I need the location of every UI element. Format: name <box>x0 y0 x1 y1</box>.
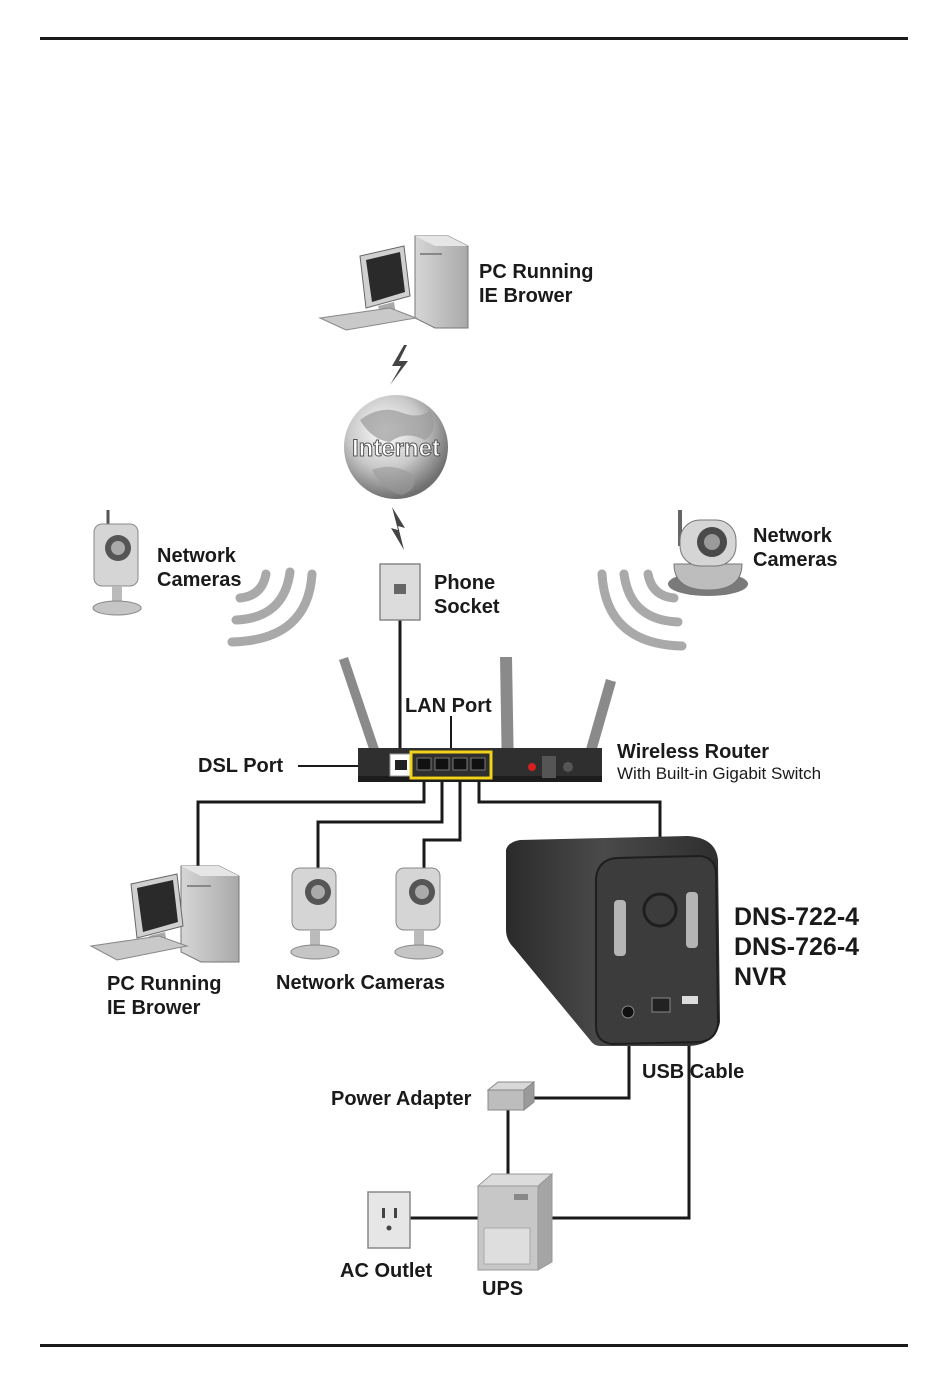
pc-bottom-label-line1: PC Running <box>107 972 221 996</box>
lan-port-label: LAN Port <box>405 694 492 718</box>
pc-bottom-label: PC Running IE Brower <box>107 972 221 1020</box>
network-camera-icon <box>93 510 141 615</box>
phone-socket-label-line1: Phone <box>434 571 500 595</box>
router-label-title: Wireless Router <box>617 740 821 764</box>
camera-right-label-line2: Cameras <box>753 548 838 572</box>
nvr-label-line3: NVR <box>734 962 859 992</box>
nvr-storage-icon <box>506 836 720 1046</box>
lightning-icon <box>390 345 408 385</box>
desktop-pc-icon <box>91 866 239 962</box>
pc-top-label-line1: PC Running <box>479 260 593 284</box>
network-camera-icon <box>291 868 339 959</box>
nvr-label-line1: DNS-722-4 <box>734 902 859 932</box>
phone-socket-icon <box>380 564 420 620</box>
pc-top-label-line2: IE Brower <box>479 284 593 308</box>
ups-icon <box>478 1174 552 1270</box>
camera-left-label-line2: Cameras <box>157 568 242 592</box>
camera-left-label: Network Cameras <box>157 544 242 592</box>
internet-label: Internet <box>352 435 440 462</box>
power-adapter-label: Power Adapter <box>331 1087 471 1111</box>
ups-label: UPS <box>482 1277 523 1301</box>
internet-globe-icon: Internet <box>344 395 448 499</box>
network-cameras-label: Network Cameras <box>276 971 445 995</box>
wireless-signal-icon <box>232 572 312 642</box>
phone-socket-label: Phone Socket <box>434 571 500 619</box>
router-label: Wireless Router With Built-in Gigabit Sw… <box>617 740 821 784</box>
network-camera-icon <box>395 868 443 959</box>
camera-right-label: Network Cameras <box>753 524 838 572</box>
pc-top-label: PC Running IE Brower <box>479 260 593 308</box>
camera-right-label-line1: Network <box>753 524 838 548</box>
dsl-port-label: DSL Port <box>198 754 283 778</box>
ptz-camera-icon <box>668 510 748 596</box>
nvr-label-line2: DNS-726-4 <box>734 932 859 962</box>
lightning-icon <box>391 507 405 550</box>
phone-socket-label-line2: Socket <box>434 595 500 619</box>
usb-cable-label: USB Cable <box>642 1060 744 1084</box>
desktop-pc-icon <box>320 236 468 330</box>
camera-left-label-line1: Network <box>157 544 242 568</box>
ac-outlet-label: AC Outlet <box>340 1259 432 1283</box>
nvr-label: DNS-722-4 DNS-726-4 NVR <box>734 902 859 992</box>
wireless-router-icon <box>339 657 616 782</box>
router-label-subtitle: With Built-in Gigabit Switch <box>617 764 821 784</box>
power-adapter-icon <box>488 1082 534 1110</box>
pc-bottom-label-line2: IE Brower <box>107 996 221 1020</box>
ac-outlet-icon <box>368 1192 410 1248</box>
